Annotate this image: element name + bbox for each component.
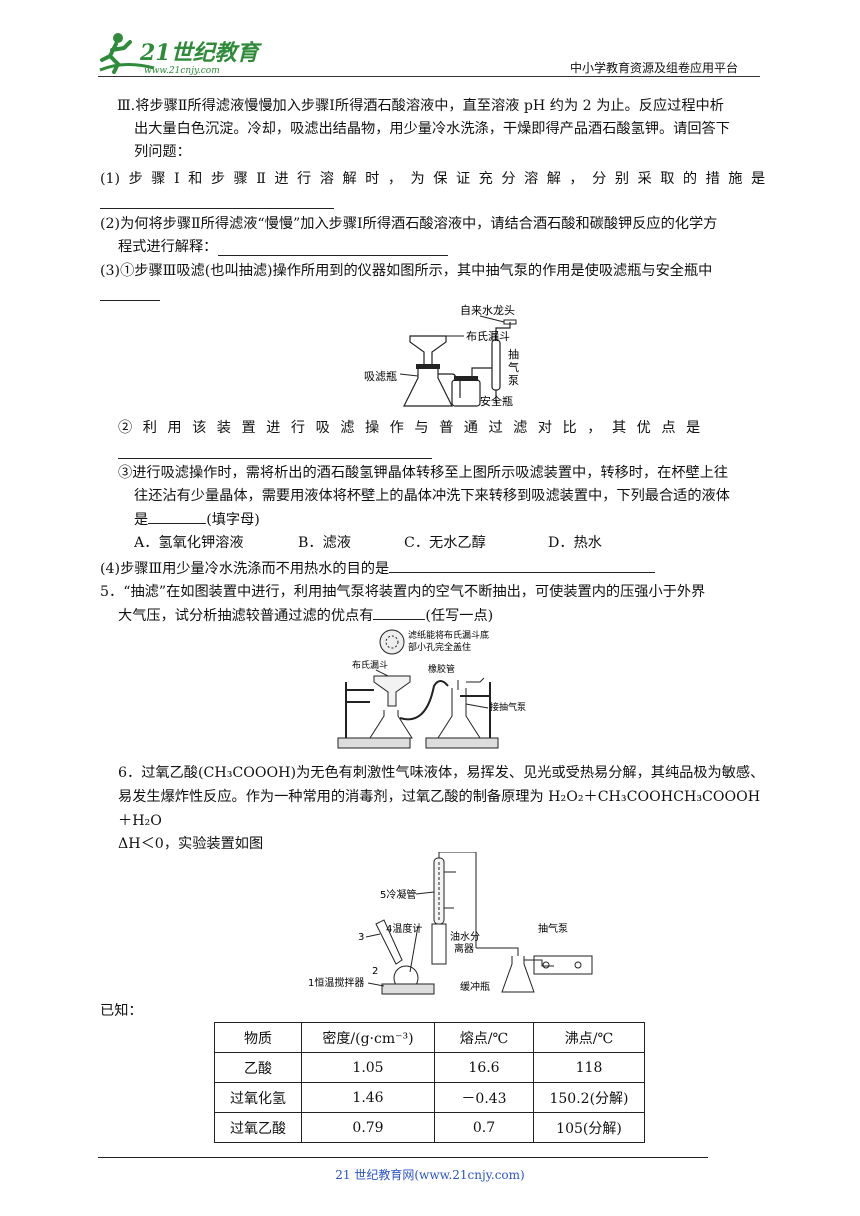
question-3: (3)①步骤Ⅲ吸滤(也叫抽滤)操作所用到的仪器如图所示，其中抽气泵的作用是使吸滤… xyxy=(100,263,713,279)
label-flask: 吸滤瓶 xyxy=(364,369,397,383)
text-line: 易发生爆炸性反应。作为一种常用的消毒剂，过氧乙酸的制备原理为 H₂O₂＋CH₃C… xyxy=(118,789,761,805)
label-tap: 自来水龙头 xyxy=(460,304,515,317)
text-fragment: 是 xyxy=(134,512,149,528)
table-cell: 150.2(分解) xyxy=(533,1082,645,1113)
text-fragment: (4)步骤Ⅲ用少量冷水洗涤而不用热水的目的是 xyxy=(100,561,390,577)
table-header: 熔点/℃ xyxy=(434,1022,534,1053)
label-condenser: 5冷凝管 xyxy=(380,888,416,901)
known-label: 已知： xyxy=(100,1003,143,1019)
answer-blank xyxy=(389,557,656,573)
label-n3: 3 xyxy=(358,932,364,943)
table-header-row: 物质 密度/(g·cm⁻³) 熔点/℃ 沸点/℃ xyxy=(214,1022,645,1053)
text-line: 大气压，试分析抽滤较普通过滤的优点有 (任写一点) xyxy=(118,604,493,627)
text-line: 出大量白色沉淀。冷却，吸滤出结晶物，用少量冷水洗涤，干燥即得产品酒石酸氢钾。请回… xyxy=(134,121,730,137)
answer-blank xyxy=(118,443,432,459)
figure-suction-filter: 自来水龙头 布氏漏斗 抽 气 泵 吸滤瓶 安全瓶 xyxy=(360,300,560,412)
table-cell: 0.7 xyxy=(434,1112,534,1143)
text-line: 列问题： xyxy=(134,144,191,160)
label-separator-1: 油水分 xyxy=(450,930,480,943)
label-funnel: 布氏漏斗 xyxy=(466,330,510,343)
figure-reaction-setup: 5冷凝管 油水分 离器 4温度计 3 2 1恒温搅拌器 缓冲瓶 抽气泵 xyxy=(306,851,606,996)
figure-suction-setup: 滤纸能将布氏漏斗底 部小孔完全盖住 布氏漏斗 橡胶管 接抽气泵 xyxy=(330,626,550,756)
question-3-3: ③进行吸滤操作时，需将析出的酒石酸氢钾晶体转移至上图所示吸滤装置中，转移时，在杯… xyxy=(118,465,729,481)
logo-text: 21世纪教育 xyxy=(139,40,263,66)
text-line: 程式进行解释： xyxy=(118,239,218,255)
label-stirrer: 1恒温搅拌器 xyxy=(308,976,364,989)
question-6: 6．过氧乙酸(CH₃COOOH)为无色有刺激性气味液体，易挥发、见光或受热易分解… xyxy=(118,765,765,781)
table-cell: 1.05 xyxy=(301,1052,435,1083)
label-tube: 橡胶管 xyxy=(428,663,455,675)
table-cell: －0.43 xyxy=(434,1082,534,1113)
text-line: 是 (填字母) xyxy=(134,508,260,531)
table-cell: 118 xyxy=(533,1052,645,1083)
option-c: C．无水乙醇 xyxy=(404,535,486,551)
table-row: 过氧化氢 1.46 －0.43 150.2(分解) xyxy=(214,1082,645,1113)
label-pump: 抽气泵 xyxy=(538,922,568,935)
label-pump-3: 泵 xyxy=(508,374,519,387)
site-logo: 21世纪教育 www.21cnjy.com xyxy=(94,30,264,76)
footer-link[interactable]: 21 世纪教育网(www.21cnjy.com) xyxy=(335,1168,525,1182)
note-line-1: 滤纸能将布氏漏斗底 xyxy=(408,629,489,641)
platform-name: 中小学教育资源及组卷应用平台 xyxy=(570,61,739,75)
properties-table: 物质 密度/(g·cm⁻³) 熔点/℃ 沸点/℃ 乙酸 1.05 16.6 11… xyxy=(214,1022,645,1143)
table-header: 物质 xyxy=(214,1022,302,1053)
text-line: ΔH＜0，实验装置如图 xyxy=(118,836,264,852)
option-d: D．热水 xyxy=(548,535,602,551)
label-pump: 接抽气泵 xyxy=(490,701,526,713)
answer-blank xyxy=(148,508,207,524)
table-cell: 过氧乙酸 xyxy=(214,1112,302,1143)
question-2: (2)为何将步骤Ⅱ所得滤液“慢慢”加入步骤Ⅰ所得酒石酸溶液中，请结合酒石酸和碳酸… xyxy=(100,216,718,232)
question-3-2: ② 利 用 该 装 置 进 行 吸 滤 操 作 与 普 通 过 滤 对 比 ， … xyxy=(118,420,701,436)
note-line-2: 部小孔完全盖住 xyxy=(408,641,471,653)
question-4: (4)步骤Ⅲ用少量冷水洗涤而不用热水的目的是 xyxy=(100,557,656,580)
table-cell: 过氧化氢 xyxy=(214,1082,302,1113)
option-a: A．氢氧化钾溶液 xyxy=(134,535,244,551)
question-1: (1) 步 骤 Ⅰ 和 步 骤 Ⅱ 进 行 溶 解 时 ， 为 保 证 充 分 … xyxy=(100,171,766,187)
label-safety: 安全瓶 xyxy=(480,394,513,408)
question-5: 5．“抽滤”在如图装置中进行，利用抽气泵将装置内的空气不断抽出，可使装置内的压强… xyxy=(100,584,706,600)
label-buffer: 缓冲瓶 xyxy=(460,980,490,993)
answer-blank xyxy=(218,240,448,256)
table-row: 过氧乙酸 0.79 0.7 105(分解) xyxy=(214,1112,645,1143)
text-line: Ⅲ.将步骤Ⅱ所得滤液慢慢加入步骤Ⅰ所得酒石酸溶液中，直至溶液 pH 约为 2 为… xyxy=(117,98,724,114)
option-b: B．滤液 xyxy=(298,535,351,551)
header-rule xyxy=(98,76,760,77)
table-cell: 乙酸 xyxy=(214,1052,302,1083)
text-fragment: (填字母) xyxy=(206,512,260,528)
table-cell: 105(分解) xyxy=(533,1112,645,1143)
table-header: 沸点/℃ xyxy=(533,1022,645,1053)
text-fragment: (任写一点) xyxy=(425,608,494,624)
label-separator-2: 离器 xyxy=(454,942,474,955)
text-line: ＋H₂O xyxy=(118,813,162,829)
table-header: 密度/(g·cm⁻³) xyxy=(301,1022,435,1053)
runner-logo-icon: 21世纪教育 www.21cnjy.com xyxy=(99,33,263,76)
label-thermometer: 4温度计 xyxy=(386,922,422,935)
logo-url: www.21cnjy.com xyxy=(144,66,220,76)
label-pump-1: 抽 xyxy=(508,347,519,361)
answer-blank xyxy=(100,285,160,301)
table-row: 乙酸 1.05 16.6 118 xyxy=(214,1052,645,1083)
footer-rule xyxy=(98,1157,708,1158)
table-cell: 16.6 xyxy=(434,1052,534,1083)
answer-blank xyxy=(373,604,426,620)
label-pump-2: 气 xyxy=(508,360,519,374)
text-fragment: 大气压，试分析抽滤较普通过滤的优点有 xyxy=(118,608,374,624)
label-n2: 2 xyxy=(372,966,378,977)
text-line: 往还沾有少量晶体，需要用液体将杯壁上的晶体冲洗下来转移到吸滤装置中，下列最合适的… xyxy=(134,488,730,504)
table-cell: 1.46 xyxy=(301,1082,435,1113)
answer-blank xyxy=(100,193,334,209)
label-funnel: 布氏漏斗 xyxy=(352,659,388,671)
table-cell: 0.79 xyxy=(301,1112,435,1143)
